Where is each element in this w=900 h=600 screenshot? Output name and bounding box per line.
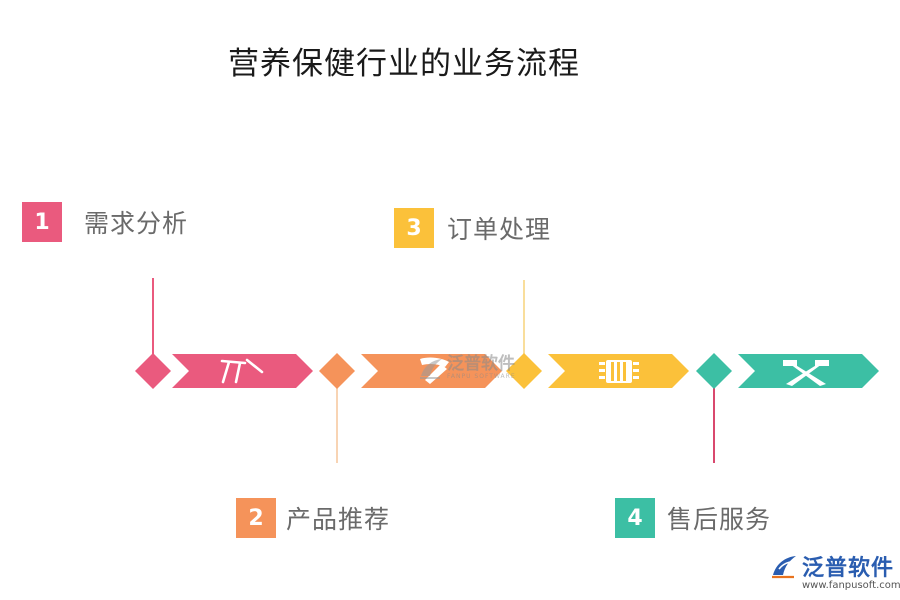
- diamond-marker-3: [506, 353, 542, 389]
- chevron-step-1: [172, 354, 313, 388]
- crossed-hammers-icon: [783, 360, 829, 386]
- watermark: 泛普软件 FANPU SOFTWARE: [418, 355, 516, 381]
- step-number-badge: 2: [236, 498, 276, 538]
- brand-name: 泛普软件: [802, 556, 895, 581]
- step-label-4: 4 售后服务: [615, 498, 771, 538]
- diamond-marker-1: [135, 353, 171, 389]
- brand-url: www.fanpusoft.com: [802, 580, 900, 591]
- step-title: 订单处理: [447, 215, 552, 244]
- diamond-marker-2: [319, 353, 355, 389]
- brand-logo[interactable]: 泛普软件 www.fanpusoft.com: [770, 550, 900, 591]
- step-label-1: 1 需求分析: [22, 202, 188, 242]
- step-title: 售后服务: [667, 505, 772, 534]
- step-title: 产品推荐: [286, 505, 391, 534]
- fanpu-brand-icon: [772, 556, 796, 579]
- diagram-title: 营养保健行业的业务流程: [228, 46, 580, 82]
- diamond-marker-4: [696, 353, 732, 389]
- step-label-3: 3 订单处理: [394, 208, 551, 248]
- watermark-text: 泛普软件: [447, 354, 515, 374]
- step-number-badge: 1: [22, 202, 62, 242]
- step-number-badge: 3: [394, 208, 434, 248]
- step-number-badge: 4: [615, 498, 655, 538]
- watermark-subtext: FANPU SOFTWARE: [447, 373, 516, 380]
- tools-icon: [220, 358, 264, 384]
- step-title: 需求分析: [84, 209, 189, 238]
- traffic-light-icon: [599, 360, 639, 383]
- step-label-2: 2 产品推荐: [236, 498, 390, 538]
- fanpu-logo-icon: [420, 359, 442, 379]
